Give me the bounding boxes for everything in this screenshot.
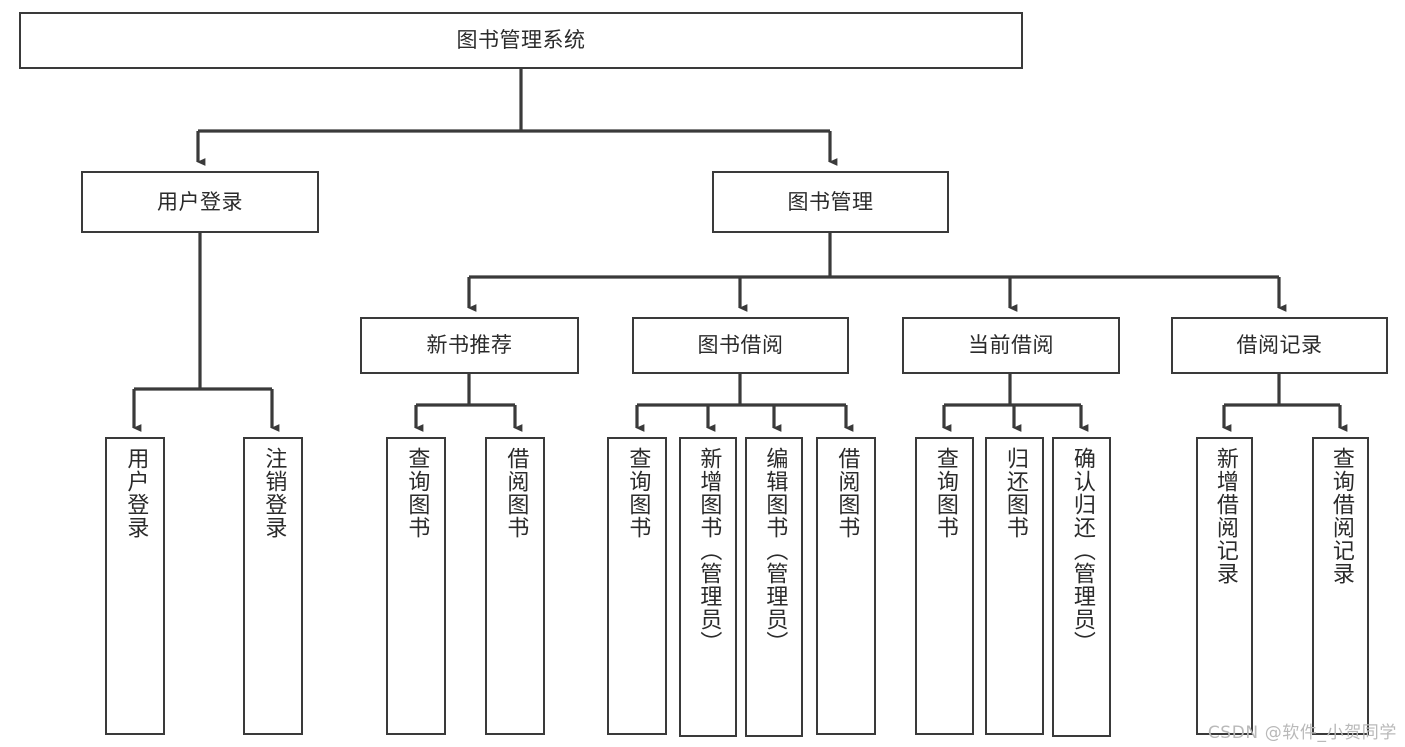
leaf-borrow-lend-book[interactable]: 借阅图书	[816, 437, 876, 735]
leaf-borrow-query-book-label: 查询图书	[625, 447, 651, 539]
node-user-login[interactable]: 用户登录	[81, 171, 319, 233]
leaf-user-login[interactable]: 用户登录	[105, 437, 165, 735]
leaf-current-query-book[interactable]: 查询图书	[915, 437, 974, 735]
node-book-management[interactable]: 图书管理	[712, 171, 949, 233]
leaf-newbook-borrow-book-label: 借阅图书	[503, 447, 529, 539]
node-borrow-records[interactable]: 借阅记录	[1171, 317, 1388, 374]
leaf-current-confirm-return-admin-label: 确认归还（管理员）	[1069, 447, 1095, 654]
leaf-user-logout[interactable]: 注销登录	[243, 437, 303, 735]
node-book-borrow-label: 图书借阅	[697, 333, 784, 358]
leaf-records-add-record-label: 新增借阅记录	[1212, 447, 1238, 585]
leaf-borrow-edit-book-admin[interactable]: 编辑图书（管理员）	[745, 437, 803, 737]
node-book-management-label: 图书管理	[787, 189, 874, 214]
node-book-borrow[interactable]: 图书借阅	[632, 317, 849, 374]
leaf-newbook-query-book-label: 查询图书	[404, 447, 430, 539]
leaf-borrow-edit-book-admin-label: 编辑图书（管理员）	[762, 447, 788, 654]
leaf-records-query-record[interactable]: 查询借阅记录	[1312, 437, 1369, 735]
leaf-newbook-query-book[interactable]: 查询图书	[386, 437, 446, 735]
node-new-book-recommend[interactable]: 新书推荐	[360, 317, 579, 374]
node-current-borrow[interactable]: 当前借阅	[902, 317, 1120, 374]
leaf-current-query-book-label: 查询图书	[932, 447, 958, 539]
node-root-label: 图书管理系统	[456, 28, 586, 53]
leaf-borrow-add-book-admin-label: 新增图书（管理员）	[696, 447, 722, 654]
leaf-records-query-record-label: 查询借阅记录	[1328, 447, 1354, 585]
csdn-watermark: CSDN @软件_小贺同学	[1207, 723, 1397, 743]
node-root[interactable]: 图书管理系统	[19, 12, 1023, 69]
leaf-records-add-record[interactable]: 新增借阅记录	[1196, 437, 1253, 735]
leaf-user-login-label: 用户登录	[123, 447, 149, 539]
node-current-borrow-label: 当前借阅	[968, 333, 1054, 358]
leaf-newbook-borrow-book[interactable]: 借阅图书	[485, 437, 545, 735]
leaf-current-confirm-return-admin[interactable]: 确认归还（管理员）	[1052, 437, 1111, 737]
leaf-current-return-book[interactable]: 归还图书	[985, 437, 1044, 735]
leaf-borrow-query-book[interactable]: 查询图书	[607, 437, 667, 735]
node-user-login-label: 用户登录	[157, 189, 243, 214]
leaf-current-return-book-label: 归还图书	[1002, 447, 1028, 539]
node-new-book-recommend-label: 新书推荐	[426, 333, 513, 358]
leaf-user-logout-label: 注销登录	[261, 447, 287, 539]
leaf-borrow-add-book-admin[interactable]: 新增图书（管理员）	[679, 437, 737, 737]
node-borrow-records-label: 借阅记录	[1236, 333, 1323, 358]
leaf-borrow-lend-book-label: 借阅图书	[834, 447, 860, 539]
